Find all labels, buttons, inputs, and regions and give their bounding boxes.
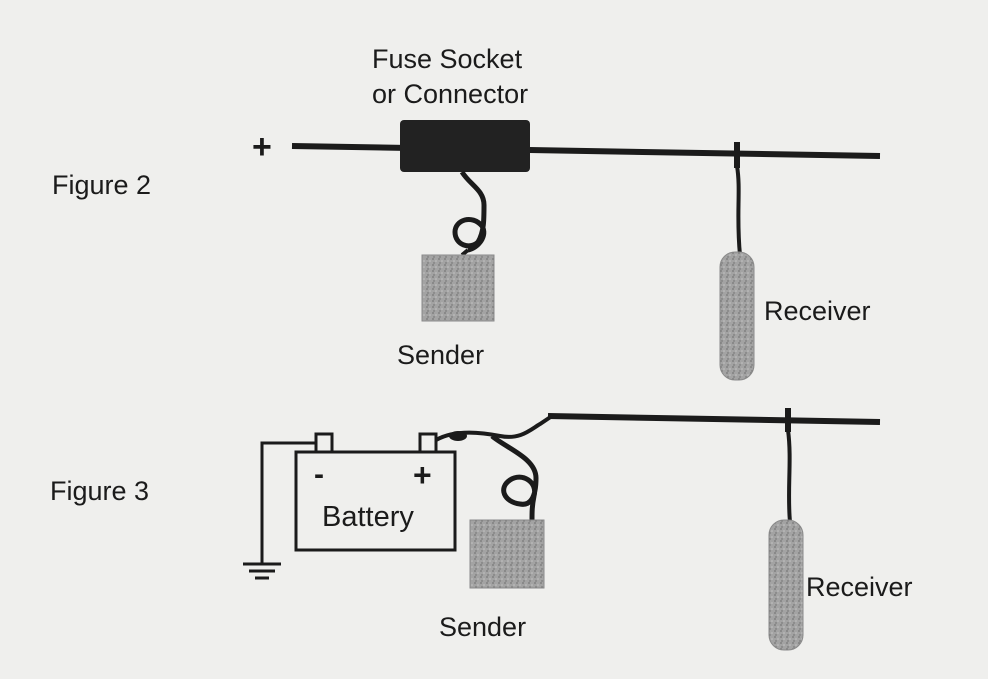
battery-positive-terminal (418, 432, 438, 454)
figure-3: Figure 3 - + Battery Sender Receiver (50, 408, 913, 651)
battery (294, 450, 457, 552)
figure-3-sender-label: Sender (439, 612, 526, 642)
battery-label: Battery (322, 501, 414, 533)
figure-2-receiver-wire (735, 165, 742, 256)
fuse-socket (400, 120, 530, 172)
figure-2-title: Figure 2 (52, 170, 151, 200)
figure-2-receiver-label: Receiver (764, 296, 871, 326)
figure-3-receiver (768, 519, 804, 651)
figure-3-title: Figure 3 (50, 476, 149, 506)
figure-3-sender (469, 519, 545, 589)
fuse-label-line1: Fuse Socket (372, 44, 523, 74)
figure-2-sender-coil (452, 170, 487, 253)
figure-3-sender-coil (490, 434, 539, 521)
figure-2-sender (421, 254, 495, 322)
figure-2-receiver (719, 251, 755, 381)
ground-wire (260, 441, 318, 564)
fuse-label-line2: or Connector (372, 79, 528, 109)
battery-clip (449, 431, 467, 441)
battery-minus-sign: - (314, 458, 324, 491)
figure-3-receiver-label: Receiver (806, 572, 913, 602)
figure-2: Figure 2 + Fuse Socket or Connector Send… (52, 44, 881, 381)
positive-terminal-sign: + (252, 128, 272, 166)
battery-negative-terminal (314, 432, 334, 454)
battery-plus-sign: + (413, 457, 432, 493)
figure-2-sender-label: Sender (397, 340, 484, 370)
figure-3-receiver-wire (786, 429, 792, 523)
ground-symbol-icon (243, 562, 281, 580)
figure-3-main-wire (547, 413, 881, 425)
figure-2-main-wire (291, 143, 881, 159)
